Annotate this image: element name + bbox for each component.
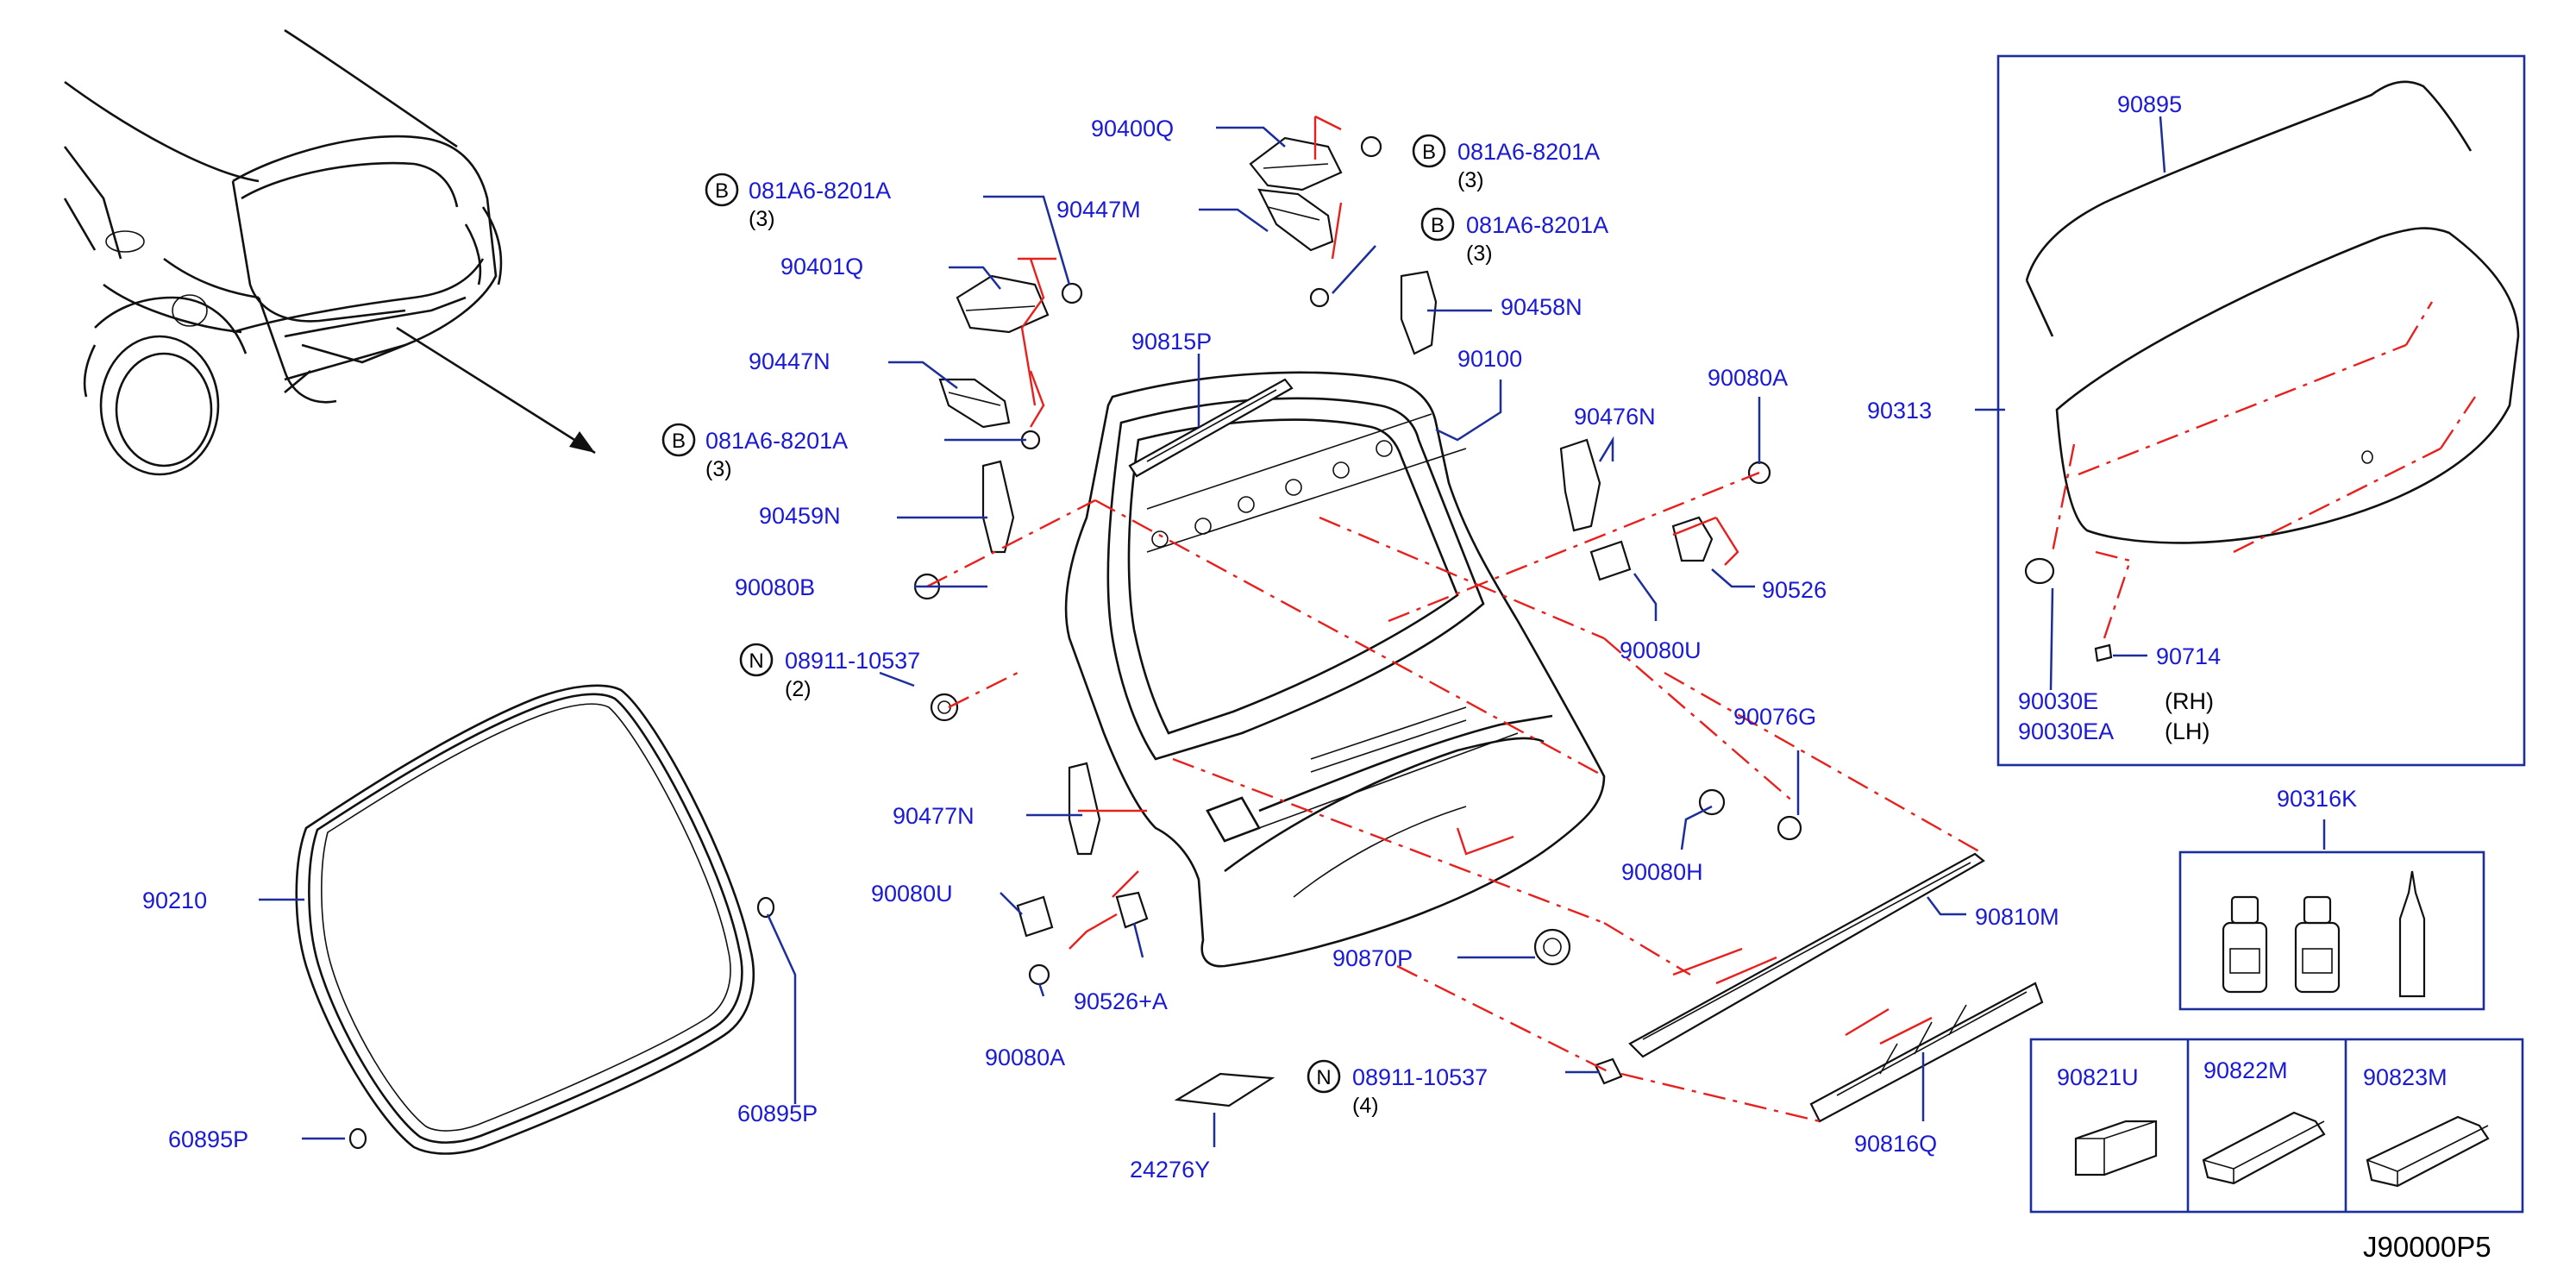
bolt-ref-b-1: B 081A6-8201A (3) (705, 173, 891, 231)
label-90030e: 90030E (2018, 688, 2098, 714)
label-rh: (RH) (2165, 688, 2214, 714)
label-90080a-bottom: 90080A (985, 1045, 1065, 1070)
svg-text:N: N (1316, 1066, 1331, 1089)
label-24276y: 24276Y (1130, 1157, 1210, 1183)
label-24276y (1174, 1072, 1275, 1107)
label-90080h: 90080H (1621, 859, 1703, 885)
spacer-parts (2074, 1111, 2490, 1188)
label-90714: 90714 (2156, 643, 2221, 669)
garnish-90810m (1628, 852, 1985, 1058)
assembly-phantom-lines (926, 115, 1984, 1123)
leader-lines (259, 116, 2326, 1147)
bolt-ref-n-1: N 08911-10537 (2) (739, 643, 920, 701)
label-90895: 90895 (2117, 91, 2182, 117)
label-90076g: 90076G (1733, 704, 1816, 730)
part-labels: 90400Q 90447M 90401Q 90447N 90459N 90815… (142, 91, 2491, 1263)
hinge-upper-left-90401q (938, 274, 1050, 429)
label-lh: (LH) (2165, 718, 2210, 744)
label-90080u-left: 90080U (871, 881, 953, 907)
svg-text:B: B (715, 179, 729, 203)
bracket-90458n (1400, 270, 1438, 355)
label-60895p-right: 60895P (737, 1101, 818, 1126)
svg-text:(3): (3) (705, 457, 732, 481)
back-window-glass-90300 (2024, 80, 2520, 662)
label-90810m: 90810M (1975, 904, 2059, 930)
label-90400q: 90400Q (1091, 116, 1174, 141)
back-door-panel (1064, 371, 1606, 968)
svg-text:N: N (749, 649, 763, 673)
label-90401q: 90401Q (780, 254, 863, 279)
svg-text:B: B (1422, 141, 1436, 164)
label-90476n: 90476N (1574, 404, 1656, 430)
label-90816q: 90816Q (1854, 1131, 1937, 1157)
adhesive-kit-bottles (2222, 870, 2426, 998)
svg-text:(3): (3) (749, 207, 775, 231)
svg-text:081A6-8201A: 081A6-8201A (1457, 139, 1600, 165)
label-60895p-left: 60895P (168, 1126, 248, 1152)
svg-text:(4): (4) (1352, 1094, 1379, 1118)
drawing-code: J90000P5 (2363, 1231, 2491, 1263)
label-90821u: 90821U (2057, 1064, 2139, 1090)
bolt-ref-n-2: N 08911-10537 (4) (1307, 1059, 1488, 1118)
label-90823m: 90823M (2363, 1064, 2448, 1090)
label-90447n: 90447N (749, 348, 830, 374)
adhesive-kit-box (2178, 850, 2485, 1011)
glass-group-box (1996, 54, 2526, 767)
label-90458n: 90458N (1501, 294, 1583, 320)
label-90870p: 90870P (1332, 945, 1413, 971)
svg-text:081A6-8201A: 081A6-8201A (749, 178, 891, 204)
bracket-90476n (1559, 438, 1601, 532)
label-90822m: 90822M (2203, 1057, 2288, 1083)
label-90815p: 90815P (1131, 329, 1212, 355)
svg-text:(3): (3) (1466, 242, 1493, 266)
label-90210: 90210 (142, 888, 207, 913)
bolt-ref-b-2: B 081A6-8201A (3) (1412, 134, 1600, 192)
finisher-90816q (1809, 982, 2044, 1123)
svg-text:B: B (1431, 214, 1445, 237)
svg-text:(3): (3) (1457, 168, 1484, 192)
label-90313: 90313 (1867, 398, 1932, 424)
hinge-upper-right-90400q (1249, 136, 1343, 252)
bracket-90477n (1068, 762, 1101, 856)
label-90459n: 90459N (759, 503, 841, 529)
label-90080u-right: 90080U (1620, 637, 1702, 663)
vehicle-illustration (63, 28, 596, 476)
label-90080b: 90080B (735, 574, 815, 600)
bracket-90459n (981, 460, 1015, 554)
label-90030ea: 90030EA (2018, 718, 2114, 744)
svg-text:081A6-8201A: 081A6-8201A (1466, 212, 1608, 238)
label-90100: 90100 (1457, 346, 1522, 372)
label-90526: 90526 (1762, 577, 1827, 603)
label-90477n: 90477N (893, 803, 975, 829)
label-90447m: 90447M (1056, 197, 1141, 223)
bolt-ref-b-4: B 081A6-8201A (3) (661, 423, 848, 481)
svg-text:08911-10537: 08911-10537 (785, 648, 920, 674)
weatherstrip-90210 (295, 684, 775, 1155)
finisher-strip-90815p (1128, 378, 1294, 478)
spacer-kit-box (2029, 1038, 2524, 1214)
svg-text:(2): (2) (785, 677, 812, 701)
bolt-ref-b-3: B 081A6-8201A (3) (1420, 207, 1608, 266)
svg-text:08911-10537: 08911-10537 (1352, 1064, 1488, 1090)
label-90316k: 90316K (2277, 786, 2357, 812)
svg-text:081A6-8201A: 081A6-8201A (705, 428, 848, 454)
svg-text:B: B (672, 430, 686, 453)
label-90526a: 90526+A (1074, 988, 1168, 1014)
label-90080a-top: 90080A (1708, 365, 1788, 391)
small-hardware (913, 135, 1802, 1085)
